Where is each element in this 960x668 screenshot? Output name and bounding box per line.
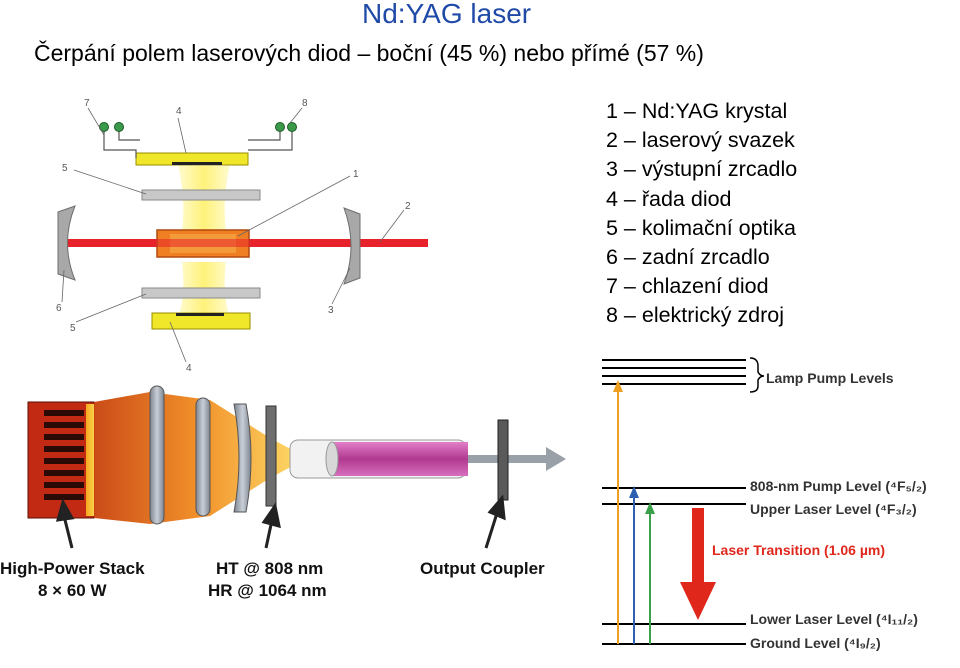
- legend-item-8: 8 – elektrický zdroj: [606, 303, 785, 328]
- label-6: 6: [56, 303, 62, 314]
- label-4-top: 4: [176, 106, 182, 117]
- lamp-pump-arrow: [613, 380, 623, 392]
- collimating-lens-2: [195, 397, 211, 517]
- label-5-top: 5: [62, 163, 68, 174]
- ht-label: HT @ 808 nm: [216, 559, 323, 578]
- legend-item-7: 7 – chlazení diod: [606, 274, 769, 299]
- label-3: 3: [328, 305, 334, 316]
- collimating-optic-bottom: [141, 287, 261, 299]
- legend-item-3: 3 – výstupní zrcadlo: [606, 157, 798, 182]
- legend-item-4: 4 – řada diod: [606, 186, 732, 211]
- label-5-bottom: 5: [70, 323, 76, 334]
- output-coupler-label: Output Coupler: [420, 559, 545, 578]
- legend-item-5: 5 – kolimační optika: [606, 215, 797, 240]
- pump-level-label: 808-nm Pump Level (⁴F₅/₂): [750, 478, 927, 494]
- collimating-lens-1: [149, 385, 165, 525]
- page-title: Nd:YAG laser: [362, 0, 532, 29]
- nd-yag-rod: [332, 442, 468, 476]
- label-4-bottom: 4: [186, 363, 192, 374]
- page-subtitle: Čerpání polem laserových diod – boční (4…: [34, 40, 704, 66]
- relaxation-arrow: [645, 502, 655, 514]
- power-terminal-right: [287, 122, 297, 132]
- label-2: 2: [405, 201, 411, 212]
- ground-level-label: Ground Level (⁴I₉/₂): [750, 635, 881, 651]
- laser-transition-label: Laser Transition (1.06 µm): [712, 542, 885, 558]
- output-mirror: [343, 207, 361, 285]
- hr-label: HR @ 1064 nm: [208, 581, 327, 600]
- pump-808-arrow: [629, 486, 639, 498]
- collimating-optic-top: [141, 189, 261, 201]
- legend-item-1: 1 – Nd:YAG krystal: [606, 99, 788, 123]
- stack-label: High-Power Stack: [0, 559, 145, 578]
- upper-level-label: Upper Laser Level (⁴F₃/₂): [750, 501, 917, 517]
- label-1: 1: [353, 169, 359, 180]
- back-mirror: [57, 205, 76, 281]
- power-terminal-left: [275, 122, 285, 132]
- stack-power-label: 8 × 60 W: [38, 581, 107, 600]
- laser-transition-arrow: [680, 582, 716, 620]
- lamp-pump-levels-label: Lamp Pump Levels: [766, 370, 894, 386]
- label-7: 7: [84, 98, 90, 109]
- component-legend: 1 – Nd:YAG krystal 2 – laserový svazek 3…: [606, 97, 797, 331]
- cooling-port-right: [114, 122, 124, 132]
- legend-item-6: 6 – zadní zrcadlo: [606, 245, 770, 270]
- lower-level-label: Lower Laser Level (⁴I₁₁/₂): [750, 611, 918, 627]
- legend-item-2: 2 – laserový svazek: [606, 128, 795, 153]
- focusing-lens: [233, 403, 252, 513]
- label-8: 8: [302, 98, 308, 109]
- input-mirror: [265, 405, 277, 507]
